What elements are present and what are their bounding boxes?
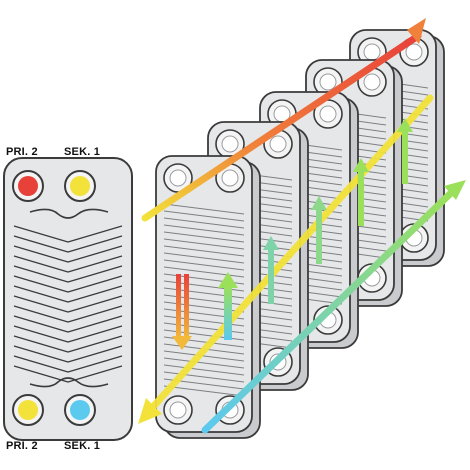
stack-plate-port-inner xyxy=(319,105,337,123)
front-chevron-line xyxy=(13,225,123,243)
stack-plate-groove xyxy=(163,245,245,257)
stack-plate-port-inner xyxy=(169,401,187,419)
stack-plate-groove xyxy=(163,371,245,383)
flow-arrows xyxy=(138,18,466,434)
front-chevron-line xyxy=(13,245,123,263)
front-chevron-line xyxy=(13,325,123,343)
stack-plate-groove xyxy=(163,231,245,243)
up-flow-bar-5 xyxy=(402,130,408,184)
label-sek-1-bottom: SEK. 1 xyxy=(64,440,101,452)
port-sek-1-bottom-fill xyxy=(70,400,90,420)
front-chevron-line xyxy=(13,345,123,363)
front-plate xyxy=(3,157,133,441)
stack-plate-groove xyxy=(163,252,245,264)
stack-plate-port-inner xyxy=(363,73,381,91)
stack-plate-groove xyxy=(163,217,245,229)
stack-plate-groove xyxy=(163,266,245,278)
secondary-inlet-arrow xyxy=(201,188,456,434)
down-flow-bar-1 xyxy=(176,274,181,338)
stack-plate-port-inner xyxy=(319,73,337,91)
up-flow-bar-3 xyxy=(316,208,322,264)
front-chevron-line xyxy=(13,365,123,383)
front-chevron-line xyxy=(13,255,123,273)
stack-plate-port-inner xyxy=(363,43,381,61)
secondary-inlet-arrowhead xyxy=(444,180,466,200)
down-flow-bar-2 xyxy=(184,274,189,338)
up-flow-arrowhead-5 xyxy=(397,118,413,132)
down-flow-arrowhead xyxy=(172,336,192,350)
stack-plate-port-inner xyxy=(269,135,287,153)
front-chevron-line xyxy=(13,355,123,373)
up-flow-bar-4 xyxy=(358,170,364,226)
up-flow-bar-1 xyxy=(224,286,232,340)
front-chevron-line xyxy=(13,285,123,303)
stack-plate-groove xyxy=(163,350,245,362)
stack-plate-groove xyxy=(163,224,245,236)
front-chevron-line xyxy=(13,265,123,283)
front-chevron-line xyxy=(13,305,123,323)
front-plate-chevrons xyxy=(13,225,123,383)
stack-plate-port-inner xyxy=(169,169,187,187)
front-chevron-line xyxy=(13,315,123,333)
stack-plate-groove xyxy=(163,357,245,369)
stack-plate-groove xyxy=(163,385,245,397)
up-flow-bar-2 xyxy=(268,248,274,304)
front-chevron-line xyxy=(13,235,123,253)
label-sek-1-top: SEK. 1 xyxy=(64,146,101,158)
stack-plate-port-inner xyxy=(221,135,239,153)
port-pri-2-bottom-fill xyxy=(18,400,38,420)
primary-inlet-arrow xyxy=(141,32,422,222)
primary-outlet-arrowhead xyxy=(138,398,162,424)
up-flow-arrowhead-2 xyxy=(263,236,279,250)
front-chevron-line xyxy=(13,335,123,353)
stack-plate-groove xyxy=(163,210,245,222)
port-sek-1-top-fill xyxy=(70,176,90,196)
port-pri-2-top-fill xyxy=(18,176,38,196)
stack-plate-port-inner xyxy=(221,169,239,187)
label-pri-2-top: PRI. 2 xyxy=(6,146,38,158)
stack-plate-port-inner xyxy=(405,43,423,61)
stack-plate-groove xyxy=(163,364,245,376)
front-chevron-line xyxy=(13,295,123,313)
stack-plate-groove xyxy=(163,203,245,215)
exploded-plate-stack xyxy=(155,29,445,439)
up-flow-arrowhead-4 xyxy=(353,158,369,172)
up-flow-arrowhead-3 xyxy=(311,196,327,210)
stack-plate-groove xyxy=(163,259,245,271)
primary-inlet-arrowhead xyxy=(407,18,426,44)
label-pri-2-bottom: PRI. 2 xyxy=(6,440,38,452)
front-chevron-line xyxy=(13,275,123,293)
stack-plate-groove xyxy=(163,238,245,250)
primary-outlet-arrow xyxy=(148,94,434,412)
up-flow-arrowhead-1 xyxy=(218,272,238,288)
